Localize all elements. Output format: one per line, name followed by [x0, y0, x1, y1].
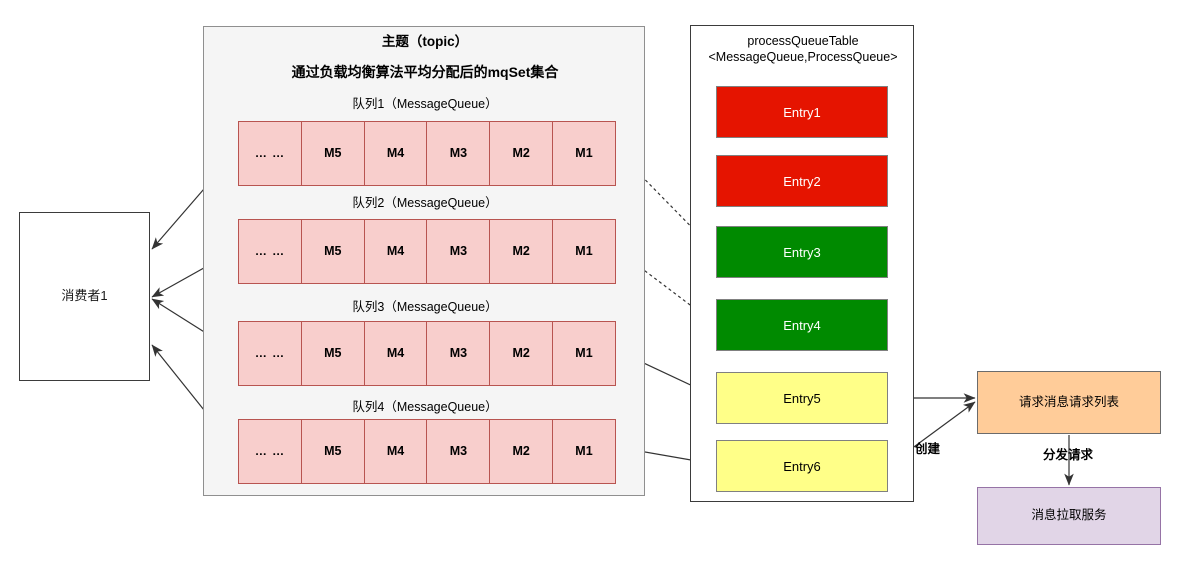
pqt-title-line1: processQueueTable: [747, 34, 859, 48]
topic-title: 主题（topic）: [381, 34, 469, 49]
queue-label-2: 队列2（MessageQueue）: [352, 196, 498, 210]
pull-service-label: 消息拉取服务: [1031, 508, 1107, 523]
pqt-title-line2: <MessageQueue,ProcessQueue>: [708, 49, 898, 64]
entry-item-4[interactable]: Entry4: [716, 299, 888, 351]
queue-cell[interactable]: M5: [300, 321, 365, 386]
queue-row-3[interactable]: … … M5 M4 M3 M2 M1: [238, 321, 616, 386]
queue-cell[interactable]: … …: [238, 419, 302, 484]
entry-label: Entry2: [783, 173, 821, 189]
queue-cell[interactable]: M3: [426, 219, 491, 284]
consumer-label: 消费者1: [61, 288, 108, 304]
queue-cell[interactable]: M2: [489, 321, 554, 386]
entry-label: Entry3: [783, 244, 821, 260]
queue-cell[interactable]: M1: [551, 121, 616, 186]
queue-row-1[interactable]: … … M5 M4 M3 M2 M1: [238, 121, 616, 186]
queue-cell[interactable]: M3: [426, 321, 491, 386]
entry-label: Entry6: [783, 458, 821, 474]
entry-label: Entry4: [783, 317, 821, 333]
message-pull-service-node[interactable]: 消息拉取服务: [977, 487, 1161, 545]
queue-row-2[interactable]: … … M5 M4 M3 M2 M1: [238, 219, 616, 284]
entry-item-6[interactable]: Entry6: [716, 440, 888, 492]
queue-cell[interactable]: M5: [300, 219, 365, 284]
consumer-node[interactable]: 消费者1: [19, 212, 150, 381]
queue-cell[interactable]: M2: [489, 219, 554, 284]
queue-label-1: 队列1（MessageQueue）: [352, 97, 498, 111]
topic-container: 主题（topic） 通过负载均衡算法平均分配后的mqSet集合 队列1（Mess…: [203, 26, 645, 496]
queue-cell[interactable]: M4: [363, 121, 428, 186]
queue-cell[interactable]: M1: [551, 219, 616, 284]
entry-item-2[interactable]: Entry2: [716, 155, 888, 207]
queue-cell[interactable]: M2: [489, 121, 554, 186]
queue-cell[interactable]: M5: [300, 419, 365, 484]
entry-label: Entry5: [783, 390, 821, 406]
queue-row-4[interactable]: … … M5 M4 M3 M2 M1: [238, 419, 616, 484]
edge-label-dispatch: 分发请求: [1043, 448, 1094, 462]
queue-cell[interactable]: M4: [363, 219, 428, 284]
queue-cell[interactable]: … …: [238, 219, 302, 284]
entry-item-3[interactable]: Entry3: [716, 226, 888, 278]
queue-label-4: 队列4（MessageQueue）: [352, 400, 498, 414]
entry-item-5[interactable]: Entry5: [716, 372, 888, 424]
queue-cell[interactable]: … …: [238, 121, 302, 186]
queue-cell[interactable]: … …: [238, 321, 302, 386]
queue-cell[interactable]: M3: [426, 121, 491, 186]
queue-cell[interactable]: M5: [300, 121, 365, 186]
queue-cell[interactable]: M1: [551, 321, 616, 386]
entry-label: Entry1: [783, 104, 821, 120]
request-list-label: 请求消息请求列表: [1018, 394, 1119, 409]
queue-cell[interactable]: M3: [426, 419, 491, 484]
entry-item-1[interactable]: Entry1: [716, 86, 888, 138]
request-message-list-node[interactable]: 请求消息请求列表: [977, 371, 1161, 434]
queue-cell[interactable]: M2: [489, 419, 554, 484]
process-queue-table-title: processQueueTable <MessageQueue,ProcessQ…: [691, 34, 915, 65]
edge-label-create: 创建: [915, 442, 941, 456]
queue-cell[interactable]: M1: [551, 419, 616, 484]
queue-label-3: 队列3（MessageQueue）: [352, 300, 498, 314]
topic-subtitle: 通过负载均衡算法平均分配后的mqSet集合: [291, 64, 559, 80]
queue-cell[interactable]: M4: [363, 419, 428, 484]
queue-cell[interactable]: M4: [363, 321, 428, 386]
